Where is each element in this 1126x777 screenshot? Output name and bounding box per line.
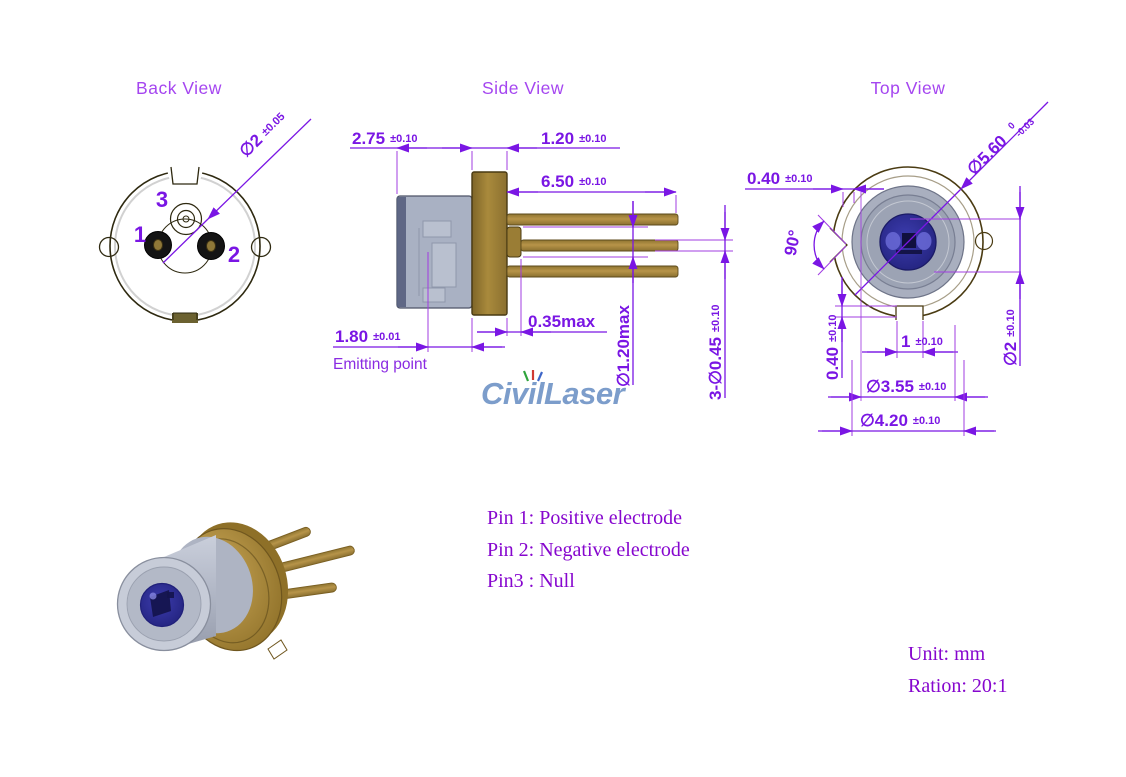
pin-1-number: 1 <box>134 222 146 247</box>
ratio-note: Ration: 20:1 <box>908 675 1007 697</box>
pin-legend-line1: Pin 1: Positive electrode <box>487 507 682 529</box>
pin-boss <box>506 226 522 258</box>
dim-top-040: 0.40±0.10 <box>745 169 884 207</box>
dim-back-dia2: ∅2±0.05 <box>162 108 312 264</box>
flange-side <box>471 171 508 316</box>
pin-top <box>506 213 679 226</box>
dim-650-label: 6.50±0.10 <box>541 172 607 191</box>
top-notch-edge <box>170 166 200 185</box>
left-vnotch-cut <box>829 227 847 263</box>
dim-dia355-label: ∅3.55±0.10 <box>866 377 946 396</box>
pin-legend: Pin 1: Positive electrode Pin 2: Negativ… <box>487 507 690 592</box>
render-flange-notch <box>267 639 288 660</box>
dim-back-dia2-label: ∅2±0.05 <box>236 108 290 161</box>
dim-dia045-label: 3-∅0.45±0.10 <box>706 305 725 400</box>
dim-dia120-label: ∅1.20max <box>614 305 633 387</box>
dim-side-180: 1.80±0.01 Emitting point <box>333 252 505 373</box>
cap-window-edge <box>397 197 406 307</box>
side-view-section: Side View CivilLaser <box>333 78 733 411</box>
side-view-title: Side View <box>482 78 564 98</box>
back-view-can-drawing <box>98 166 272 323</box>
civillaser-logo: CivilLaser <box>481 370 627 411</box>
drawing-notes: Unit: mm Ration: 20:1 <box>908 643 1007 697</box>
right-notch-top <box>974 231 994 251</box>
top-view-section: Top View ∅5.60 <box>745 78 1049 436</box>
pin-3-number: 3 <box>156 187 168 212</box>
top-view-title: Top View <box>871 78 946 98</box>
dim-dia560-label: ∅5.60 <box>963 132 1010 179</box>
dim-side-dia045: 3-∅0.45±0.10 <box>655 205 733 400</box>
bottom-notch-edge <box>172 312 198 320</box>
top-notch-cut <box>166 166 204 185</box>
render-3d <box>116 522 355 660</box>
dim-angle90-label: 90° <box>781 228 805 257</box>
left-notch-cut <box>98 236 120 258</box>
bottom-notch-cut <box>895 305 923 321</box>
svg-text:-0.03: -0.03 <box>1014 117 1037 140</box>
right-notch-cut <box>250 236 272 258</box>
svg-text:0: 0 <box>1006 120 1018 132</box>
side-view-can-drawing <box>396 171 679 316</box>
dim-side-275-120: 2.75±0.10 1.20±0.10 <box>350 129 620 194</box>
dim-side-035: 0.35max <box>477 259 607 337</box>
dim-035-label: 0.35max <box>528 312 596 331</box>
render-window <box>139 582 185 628</box>
pin-3-feature <box>169 202 203 236</box>
dim-275-label: 2.75±0.10 <box>352 129 418 148</box>
dim-040top-label: 0.40±0.10 <box>747 169 813 188</box>
dim-side-dia120: ∅1.20max <box>523 201 648 387</box>
civillaser-logo-text: CivilLaser <box>481 376 627 411</box>
pin-2-hole <box>197 232 225 260</box>
dim-120-label: 1.20±0.10 <box>541 129 607 148</box>
cap-highlight-ring <box>866 200 950 284</box>
top-view-can-drawing <box>829 166 994 321</box>
logo-rainbow-icon <box>522 370 544 382</box>
pin-middle <box>520 239 679 252</box>
bottom-notch-area <box>172 313 198 323</box>
dim-side-650: 6.50±0.10 <box>506 172 677 213</box>
dim-top-040-left: 0.40±0.10 <box>823 277 897 380</box>
dim-top-angle90: 90° <box>781 214 847 276</box>
unit-note: Unit: mm <box>908 643 986 665</box>
dim-top-dia2: ∅2±0.10 <box>910 186 1025 366</box>
pin-legend-line3: Pin3 : Null <box>487 570 575 592</box>
dim-180-label: 1.80±0.01 <box>335 327 401 346</box>
dim-dia560-tolerance: 0 -0.03 <box>1006 117 1037 140</box>
dim-top-1: 1±0.10 <box>862 321 958 358</box>
pin-1-hole <box>144 231 172 259</box>
pin-legend-line2: Pin 2: Negative electrode <box>487 539 690 561</box>
dim-dia420-label: ∅4.20±0.10 <box>860 411 940 430</box>
back-view-title: Back View <box>136 78 222 98</box>
pin-bottom <box>506 265 679 278</box>
dim-top-dia355: ∅3.55±0.10 <box>828 192 988 402</box>
dim-top-dia420: ∅4.20±0.10 <box>818 360 996 436</box>
back-view-section: Back View <box>98 78 312 323</box>
pin-2-number: 2 <box>228 242 240 267</box>
dim-dia2-label: ∅2±0.10 <box>1001 309 1020 366</box>
dim-040left-label: 0.40±0.10 <box>823 314 842 380</box>
bottom-notch-edge <box>895 305 924 320</box>
dim-1-label: 1±0.10 <box>901 332 943 351</box>
emitting-point-label: Emitting point <box>333 356 428 373</box>
